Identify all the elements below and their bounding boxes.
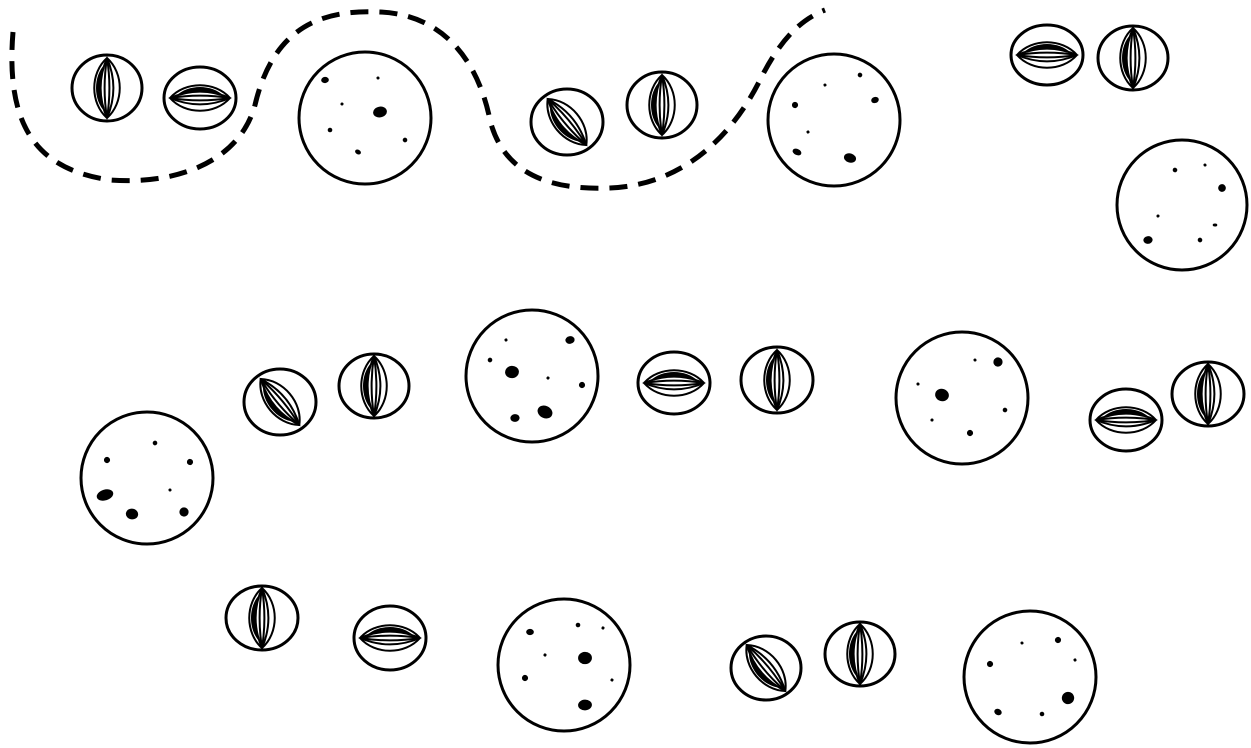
large-cell bbox=[896, 332, 1028, 464]
dividing-cell bbox=[1090, 389, 1162, 451]
cell-membrane bbox=[244, 369, 316, 435]
cell-membrane bbox=[339, 354, 409, 418]
cell-membrane bbox=[731, 636, 801, 700]
cell-membrane bbox=[1172, 362, 1244, 426]
large-cell bbox=[498, 599, 630, 731]
cell-membrane bbox=[498, 599, 630, 731]
large-cell bbox=[1117, 140, 1247, 270]
cell-membrane bbox=[964, 611, 1096, 743]
large-cell bbox=[768, 54, 900, 186]
cell-membrane bbox=[466, 310, 598, 442]
cell-membrane bbox=[531, 89, 603, 155]
large-cell bbox=[299, 52, 431, 184]
dividing-cell bbox=[164, 67, 236, 129]
dividing-cell bbox=[1098, 26, 1168, 90]
dividing-cell bbox=[825, 622, 895, 686]
dividing-cell bbox=[741, 347, 813, 413]
speckle bbox=[328, 128, 333, 133]
dividing-cell bbox=[1011, 25, 1083, 85]
dividing-cell bbox=[354, 606, 426, 670]
cell-membrane bbox=[1098, 26, 1168, 90]
dividing-cell bbox=[1172, 362, 1244, 426]
dividing-cell bbox=[244, 369, 316, 435]
cell-membrane bbox=[299, 52, 431, 184]
cell-membrane bbox=[896, 332, 1028, 464]
cell-membrane bbox=[1117, 140, 1247, 270]
large-cell bbox=[964, 611, 1096, 743]
cell-membrane bbox=[825, 622, 895, 686]
cell-membrane bbox=[768, 54, 900, 186]
large-cell bbox=[81, 412, 213, 544]
cell-membrane bbox=[226, 586, 298, 650]
cell-membrane bbox=[81, 412, 213, 544]
dividing-cell bbox=[627, 72, 697, 138]
large-cell bbox=[466, 310, 598, 442]
dividing-cell bbox=[339, 354, 409, 418]
dividing-cell bbox=[638, 352, 710, 414]
dividing-cell bbox=[531, 89, 603, 155]
dividing-cell bbox=[72, 55, 142, 121]
dividing-cell bbox=[731, 635, 801, 700]
dividing-cell bbox=[226, 586, 298, 650]
